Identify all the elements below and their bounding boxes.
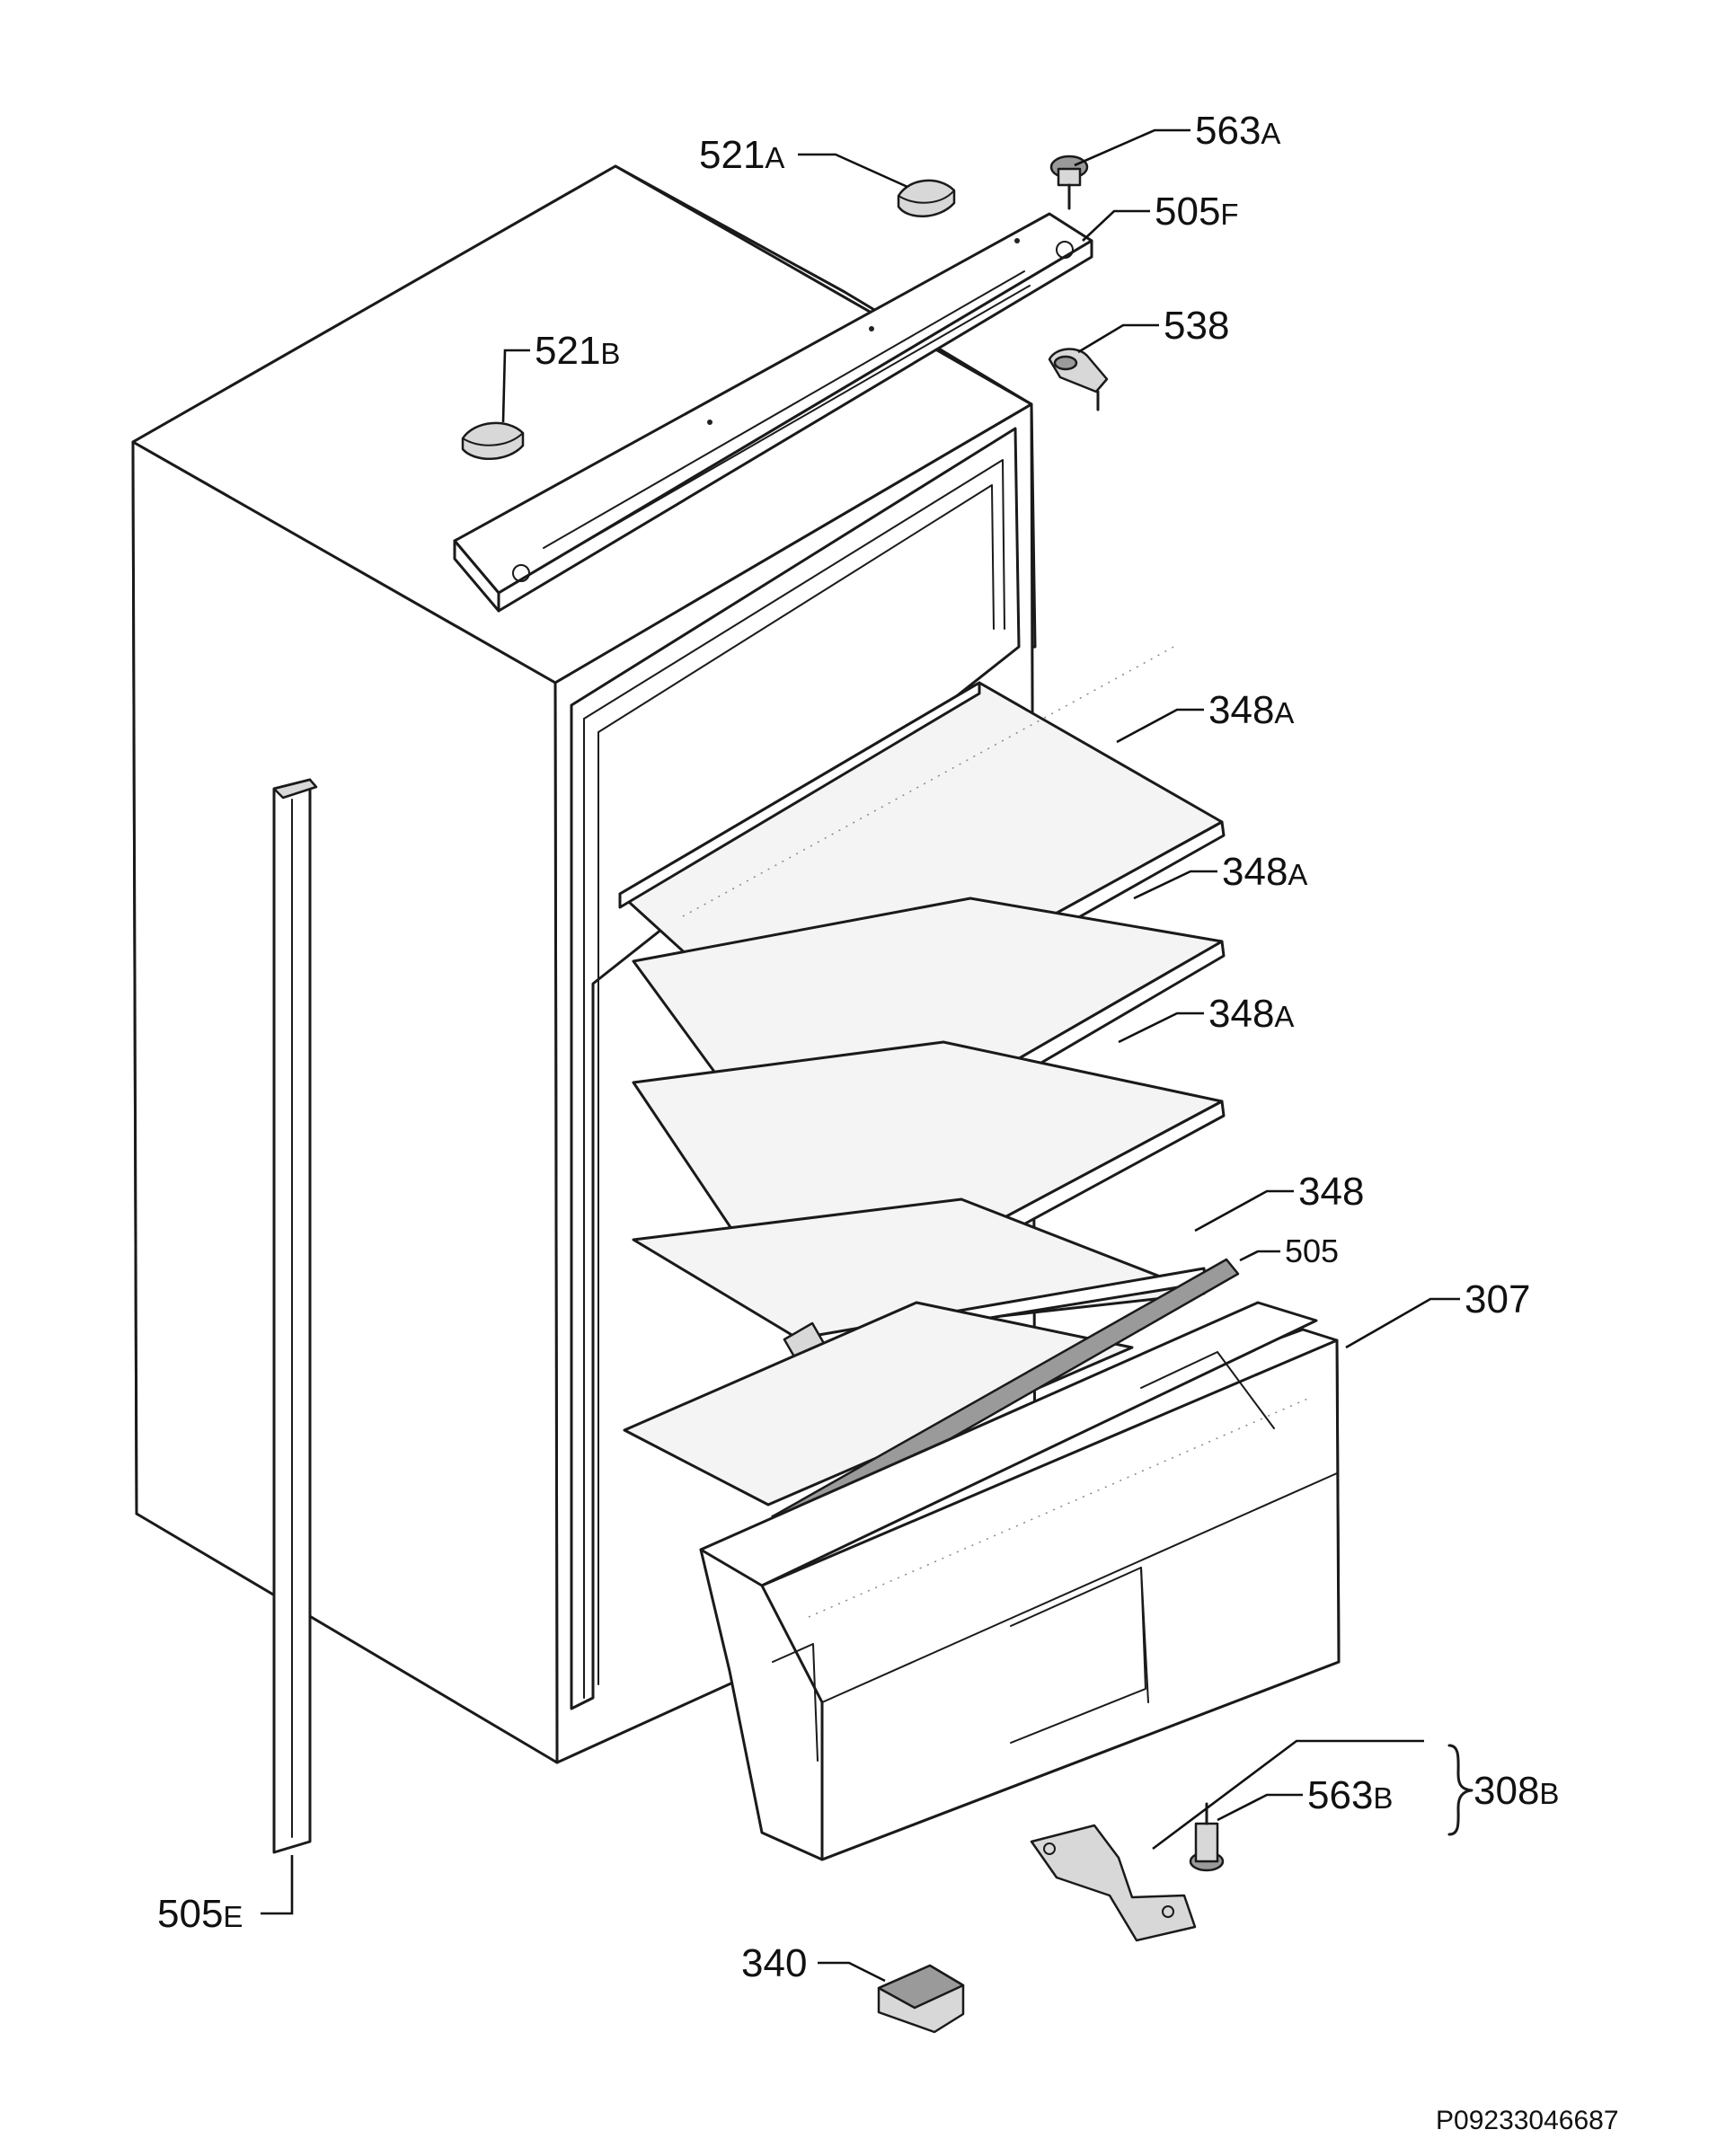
- label-505e: 505E: [157, 1892, 243, 1936]
- door-gasket-505e: [272, 778, 318, 1854]
- lower-hinge-bracket: [1030, 1824, 1197, 1942]
- label-563b: 563B: [1307, 1773, 1393, 1817]
- cap-521a: [897, 179, 956, 218]
- clip-340: [877, 1964, 965, 2034]
- label-348a-3: 348A: [1208, 992, 1294, 1036]
- label-308b: 308B: [1474, 1769, 1559, 1813]
- glass-shelf-bottom: [623, 1301, 1134, 1507]
- label-348a-2: 348A: [1222, 850, 1307, 894]
- label-348a-1: 348A: [1208, 688, 1294, 732]
- screw-563b: [1189, 1802, 1225, 1872]
- label-348: 348: [1298, 1170, 1364, 1214]
- label-340: 340: [741, 1941, 807, 1985]
- part-labels: 521A 563A 505F 538 521B 348A 348A 348A 3…: [157, 109, 1559, 1985]
- label-521a: 521A: [699, 133, 784, 177]
- crisper-drawer: [699, 1301, 1341, 1861]
- label-307: 307: [1465, 1277, 1530, 1321]
- cap-521b: [461, 421, 525, 460]
- label-538: 538: [1164, 304, 1229, 348]
- label-505: 505: [1285, 1233, 1339, 1269]
- pin-538: [1048, 348, 1109, 411]
- top-trim-bar: [453, 212, 1093, 613]
- label-521b: 521B: [535, 329, 620, 373]
- label-563a: 563A: [1195, 109, 1280, 153]
- leader-lines: [261, 128, 1474, 1983]
- label-505f: 505F: [1155, 190, 1239, 234]
- screw-563a: [1049, 155, 1089, 210]
- drawing-code: P09233046687: [1436, 2106, 1619, 2135]
